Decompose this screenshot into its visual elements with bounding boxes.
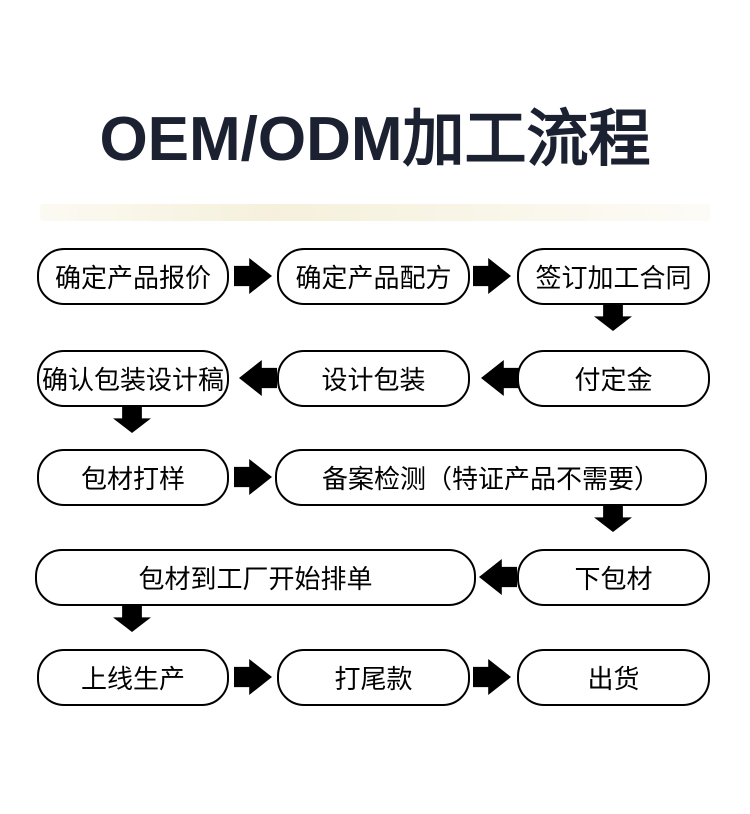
flow-node-confirm-product-quote: 确定产品报价	[37, 248, 229, 305]
arrow-down-icon	[113, 605, 151, 632]
arrow-right-icon	[473, 258, 511, 294]
flow-node-filing-inspection: 备案检测（特证产品不需要）	[275, 449, 707, 506]
faded-watermark-band	[40, 204, 710, 221]
arrow-left-icon	[479, 559, 517, 595]
flow-node-shipment: 出货	[517, 649, 710, 706]
arrow-down-icon	[113, 406, 151, 433]
flow-node-sign-processing-contract: 签订加工合同	[517, 248, 710, 305]
arrow-right-icon	[234, 459, 272, 495]
arrow-left-icon	[239, 360, 277, 396]
arrow-down-icon	[594, 304, 632, 331]
arrow-right-icon	[473, 659, 511, 695]
arrow-right-icon	[234, 659, 272, 695]
flow-node-design-packaging: 设计包装	[277, 350, 470, 407]
flow-node-packaging-material-sample: 包材打样	[37, 449, 229, 506]
flow-node-pay-balance: 打尾款	[277, 649, 470, 706]
page-title: OEM/ODM加工流程	[99, 105, 651, 174]
flow-node-pay-deposit: 付定金	[517, 350, 710, 407]
arrow-right-icon	[234, 258, 272, 294]
arrow-down-icon	[594, 505, 632, 532]
flow-node-confirm-product-formula: 确定产品配方	[277, 248, 470, 305]
flow-node-confirm-packaging-design: 确认包装设计稿	[37, 350, 229, 407]
arrow-left-icon	[481, 360, 519, 396]
flow-node-materials-to-factory-scheduling: 包材到工厂开始排单	[35, 549, 476, 606]
flow-node-order-packaging-materials: 下包材	[517, 549, 710, 606]
flow-node-start-production: 上线生产	[37, 649, 229, 706]
